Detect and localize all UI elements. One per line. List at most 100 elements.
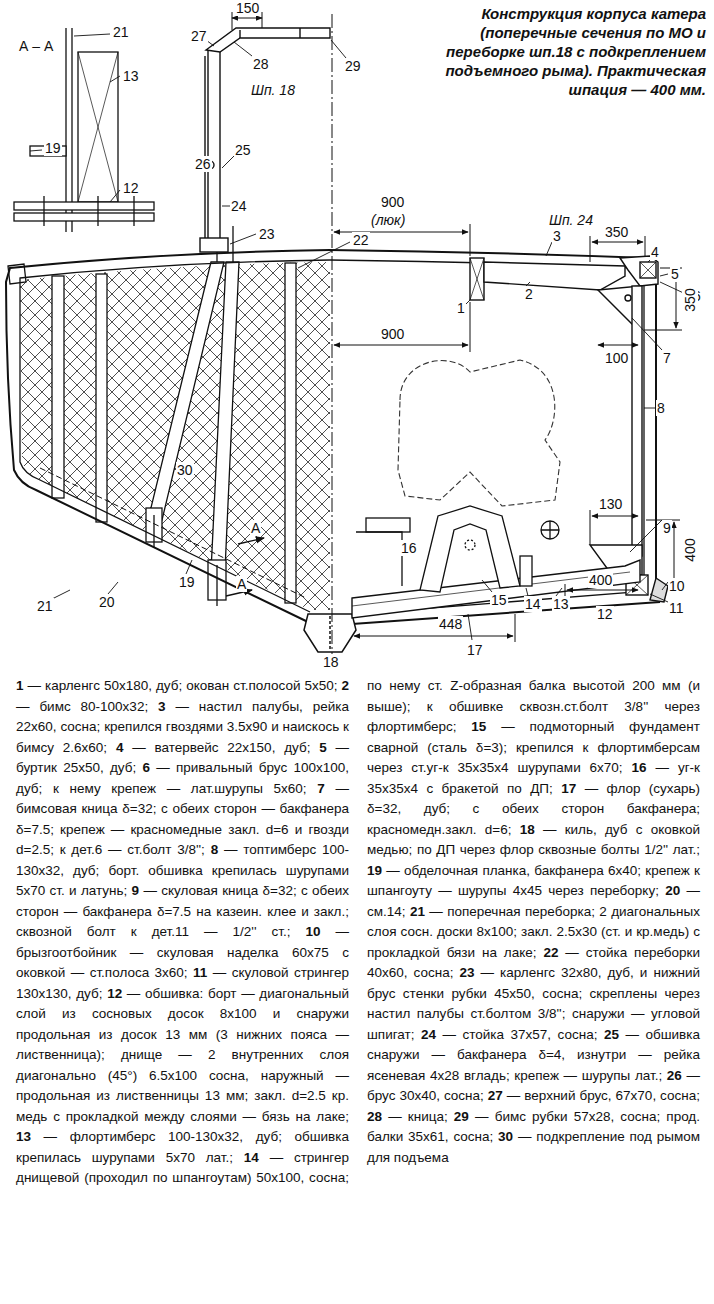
callout-number: 9 xyxy=(662,520,672,536)
part-description: — обделочная планка, бакфанера 6х40; кре… xyxy=(367,863,700,899)
callout-number: 4 xyxy=(650,244,660,260)
lifting-reinforcement xyxy=(146,226,239,606)
callout-number: 24 xyxy=(230,198,248,214)
part-description: — карленгс 50х180, дуб; окован ст.полосо… xyxy=(24,678,338,693)
callout-number: 8 xyxy=(656,400,666,416)
engine-outline xyxy=(398,360,560,506)
callout-number: 12 xyxy=(596,606,614,622)
part-description: — обшивка: борт — диагональный слой из с… xyxy=(16,986,349,1124)
part-number: 24 xyxy=(421,1027,436,1042)
callout-number: 21 xyxy=(112,24,130,40)
part-number: 26 xyxy=(667,1068,682,1083)
dimension-line xyxy=(354,636,513,637)
dimension-line xyxy=(592,242,643,243)
dimension-line xyxy=(470,302,471,352)
section-inset xyxy=(14,213,154,221)
part-number: 8 xyxy=(211,842,219,857)
beam-knee xyxy=(625,295,631,301)
leader-line xyxy=(230,234,256,244)
deck-beam xyxy=(484,262,625,290)
part-description: — стойка 37х57, сосна; xyxy=(436,1027,597,1042)
engine-foundation xyxy=(366,518,410,532)
leader-line xyxy=(482,580,492,592)
drawing-label: А xyxy=(236,576,247,592)
keel xyxy=(304,614,356,652)
leader-line xyxy=(632,318,662,350)
engine-foundation xyxy=(541,521,559,539)
gunwale xyxy=(620,256,658,286)
deckhouse xyxy=(208,50,220,240)
callout-number: 20 xyxy=(98,594,116,610)
part-number: 17 xyxy=(561,781,576,796)
part-number: 27 xyxy=(488,1088,503,1103)
centerline xyxy=(332,14,333,664)
parts-list-entry: 1 — карленгс 50х180, дуб; окован ст.поло… xyxy=(16,678,337,693)
callout-number: 7 xyxy=(662,350,672,366)
drawing-label: 900 xyxy=(380,194,405,210)
callout-number: 18 xyxy=(322,654,340,670)
part-number: 4 xyxy=(116,740,124,755)
drawing-label: 100 xyxy=(604,350,629,366)
lifting-reinforcement xyxy=(232,226,233,262)
gunwale xyxy=(640,262,656,278)
leader-line xyxy=(110,76,120,82)
part-number: 9 xyxy=(132,883,140,898)
bulkhead-stud xyxy=(52,263,296,603)
part-number: 7 xyxy=(317,781,325,796)
leader-line xyxy=(222,156,234,168)
hull-outline xyxy=(20,260,330,612)
hull-outline xyxy=(6,250,330,622)
part-number: 21 xyxy=(410,904,425,919)
hull-outline xyxy=(6,250,660,624)
part-number: 18 xyxy=(520,822,535,837)
bulkhead-stud xyxy=(52,276,64,498)
hull-outline xyxy=(330,260,644,614)
callout-number: 2 xyxy=(524,286,534,302)
callout-number: 10 xyxy=(668,578,686,594)
callout-number: 15 xyxy=(490,592,508,608)
section-inset xyxy=(78,52,118,202)
part-number: 29 xyxy=(454,1109,469,1124)
leader-line xyxy=(466,300,470,304)
deckhouse xyxy=(299,28,300,38)
leader-line xyxy=(556,588,562,596)
part-number: 10 xyxy=(305,924,320,939)
leader-line xyxy=(644,408,656,409)
part-number: 1 xyxy=(16,678,24,693)
parts-list-entry: 12 — обшивка: борт — диагональный слой и… xyxy=(16,986,349,1124)
dimension-line xyxy=(590,510,591,545)
drawing-label: Шп. 24 xyxy=(548,212,594,228)
part-number: 3 xyxy=(158,699,166,714)
engine-foundation xyxy=(541,521,559,539)
deckhouse xyxy=(200,28,330,252)
parts-list-entry: 19 — обделочная планка, бакфанера 6х40; … xyxy=(367,863,700,899)
bulkhead-stud xyxy=(96,274,107,522)
part-number: 15 xyxy=(471,719,486,734)
leader-line xyxy=(108,582,118,594)
dimension-line xyxy=(592,516,638,517)
drawing-label: 350 xyxy=(682,287,698,312)
callout-number: 30 xyxy=(176,462,194,478)
deck-beam xyxy=(484,262,625,290)
part-number: 5 xyxy=(319,740,327,755)
part-number: 16 xyxy=(632,760,647,775)
dimension-line xyxy=(470,224,471,256)
parts-list-entry: 28 — кница; xyxy=(367,1109,448,1124)
keel xyxy=(304,614,356,652)
leader-line xyxy=(298,242,350,268)
leader-line xyxy=(234,42,252,56)
keel xyxy=(329,616,331,650)
dimension-line xyxy=(232,18,262,19)
callout-number: 5 xyxy=(670,266,680,282)
section-inset xyxy=(43,196,44,226)
section-mark xyxy=(238,538,264,544)
drawing-label: 448 xyxy=(438,616,463,632)
callout-number: 1 xyxy=(456,300,466,316)
leader-line xyxy=(74,34,110,36)
leader-line xyxy=(331,40,346,58)
deckhouse xyxy=(200,238,228,252)
part-number: 11 xyxy=(193,965,207,980)
callout-number: 27 xyxy=(190,28,208,44)
lifting-reinforcement xyxy=(153,515,154,548)
dimension-line xyxy=(567,590,638,591)
